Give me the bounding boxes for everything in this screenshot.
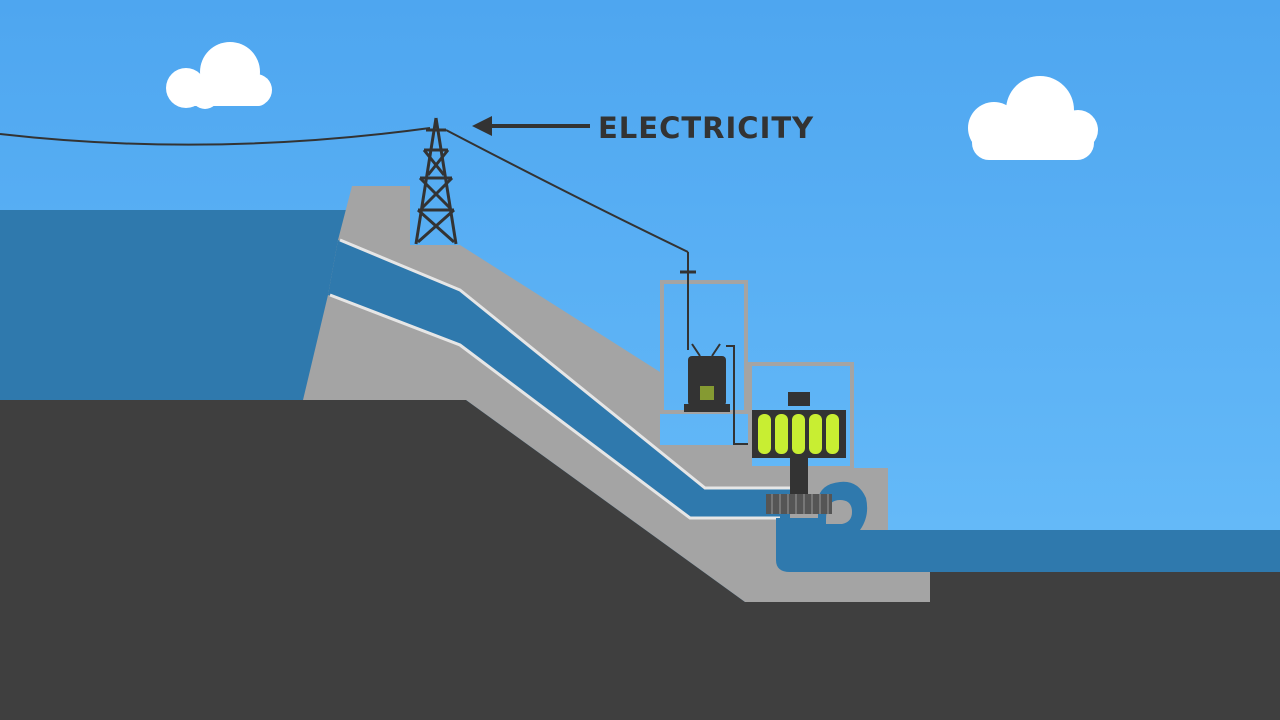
penstock-edge-bottom: [329, 293, 780, 520]
turbine-icon: [766, 494, 832, 514]
power-line-left: [0, 127, 431, 146]
transformer-icon: [684, 343, 730, 412]
power-line-right: [445, 129, 689, 253]
transmission-tower-icon: [414, 117, 458, 245]
reservoir: [0, 210, 360, 400]
turbine-outflow: [776, 481, 888, 572]
generator-icon: [752, 392, 846, 494]
electricity-label: ELECTRICITY: [598, 111, 814, 145]
outflow-inner: [826, 500, 852, 524]
arrow-left-icon: [472, 116, 590, 136]
cloud-icon: [968, 76, 1098, 160]
ground: [0, 400, 1280, 720]
penstock-edge-top: [339, 238, 790, 490]
transformer-to-generator-line: [726, 345, 756, 445]
cloud-icon: [166, 42, 272, 109]
penstock: [328, 240, 790, 518]
tailrace-water: [888, 530, 1280, 572]
